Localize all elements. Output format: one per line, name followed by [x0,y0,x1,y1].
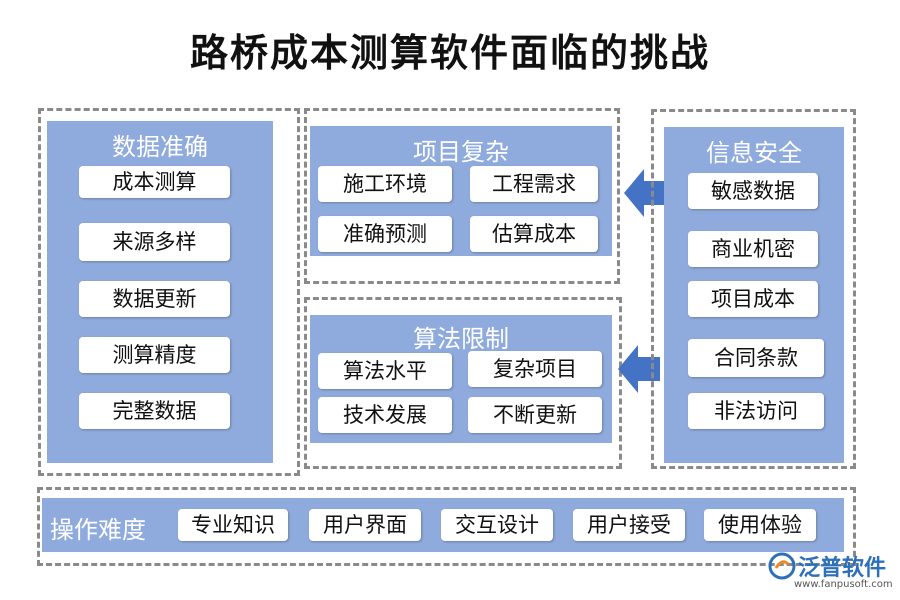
data-accuracy-title: 数据准确 [112,133,208,161]
operation-difficulty-item: 交互设计 [441,509,553,541]
data-accuracy-item: 完整数据 [79,393,230,429]
project-complexity-item: 估算成本 [470,216,598,252]
algorithm-limits-panel: 算法限制 算法水平 复杂项目 技术发展 不断更新 [310,315,612,443]
operation-difficulty-item: 用户接受 [573,509,685,541]
project-complexity-item: 施工环境 [318,166,452,202]
info-security-item: 敏感数据 [688,173,818,209]
info-security-panel: 信息安全 敏感数据 商业机密 项目成本 合同条款 非法访问 [664,127,844,463]
operation-difficulty-item: 使用体验 [704,509,816,541]
project-complexity-title: 项目复杂 [413,138,509,166]
operation-difficulty-item: 用户界面 [309,509,421,541]
data-accuracy-panel: 数据准确 成本测算 来源多样 数据更新 测算精度 完整数据 [47,121,273,463]
data-accuracy-item: 测算精度 [79,337,230,373]
operation-difficulty-panel: 操作难度 专业知识 用户界面 交互设计 用户接受 使用体验 [42,498,844,552]
data-accuracy-item: 数据更新 [79,281,230,317]
info-security-item: 项目成本 [688,281,818,317]
algorithm-limits-title: 算法限制 [413,325,509,353]
project-complexity-frame [304,108,620,284]
project-complexity-item: 准确预测 [318,216,452,252]
algorithm-limits-item: 技术发展 [318,397,452,433]
info-security-frame [651,109,856,469]
info-security-title: 信息安全 [706,139,802,167]
brand-logo: 泛普软件 www.fanpusoft.com [768,550,893,594]
logo-url: www.fanpusoft.com [794,579,893,590]
operation-difficulty-frame [37,487,856,566]
left-arrow-icon [618,345,660,393]
data-accuracy-frame [38,108,300,476]
algorithm-limits-item: 复杂项目 [468,351,602,387]
algorithm-limits-item: 算法水平 [318,353,452,389]
project-complexity-panel: 项目复杂 施工环境 工程需求 准确预测 估算成本 [310,126,612,256]
info-security-item: 商业机密 [688,231,818,267]
left-arrow-icon [624,169,666,217]
algorithm-limits-frame [304,297,622,469]
operation-difficulty-title: 操作难度 [50,516,146,544]
operation-difficulty-item: 专业知识 [178,509,288,541]
project-complexity-item: 工程需求 [470,166,598,202]
data-accuracy-item: 来源多样 [79,223,230,261]
logo-name: 泛普软件 [798,556,887,581]
info-security-item: 合同条款 [688,339,824,377]
algorithm-limits-item: 不断更新 [468,397,602,433]
page-title: 路桥成本测算软件面临的挑战 [189,30,710,75]
data-accuracy-item: 成本测算 [79,166,230,198]
logo-mark-icon [768,552,796,580]
info-security-item: 非法访问 [688,393,824,429]
